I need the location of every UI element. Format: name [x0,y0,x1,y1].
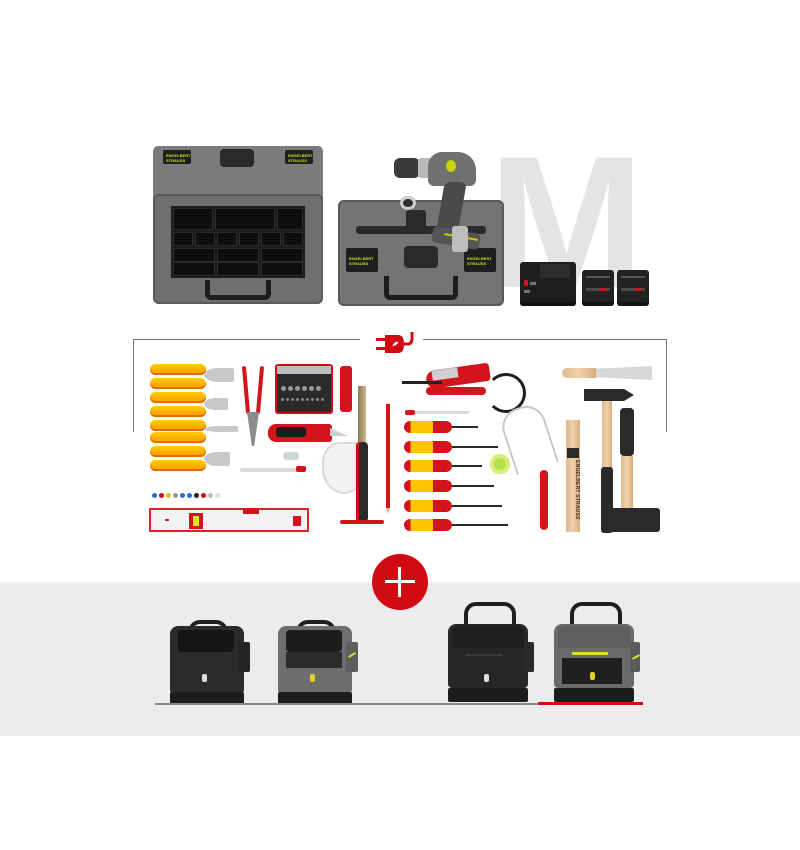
ruler-brand-text: ENGELBERT STRAUSS [574,460,580,520]
bracket-line-left [133,339,360,340]
selection-track [155,703,538,705]
voltage-tester-pen [240,468,304,472]
case-label-right: ENGELBERT STRAUSS [464,248,496,272]
socket-set-case [275,364,333,414]
folding-ruler: ENGELBERT STRAUSS [566,420,580,532]
case-latch[interactable] [404,246,438,268]
depth-stop-attachment [452,226,468,252]
cold-chisel [340,386,384,536]
battery-charger [520,262,576,306]
open-organizer-case: ENGELBERT STRAUSS ENGELBERT STRAUSS [153,146,323,306]
insulated-screwdriver-set [404,421,524,533]
two-pole-voltage-tester [392,362,540,419]
phase-tester-screwdriver [405,410,469,415]
electric-plug-icon [374,330,420,358]
bit-holder [340,366,352,412]
battery-pack-2 [617,270,649,306]
wire-stripper [238,365,268,448]
case-lid-latch[interactable] [220,149,254,167]
insulating-tape [490,454,510,474]
selection-indicator-active [538,702,643,705]
junior-hacksaw [497,400,562,532]
club-hammer [600,408,662,534]
carpenter-pencil [386,404,390,508]
spirit-level [149,508,309,532]
phase-tester [283,452,299,460]
battery-pack-1 [582,270,614,306]
bag-option-4[interactable] [552,602,644,710]
drill-chuck [394,158,420,178]
bag-option-3[interactable] [446,602,538,710]
bracket-tick-left [133,339,134,432]
case-handle[interactable] [384,276,458,300]
organizer-tray [171,206,305,278]
case-label-right: ENGELBERT STRAUSS [285,150,313,164]
case-label-left: ENGELBERT STRAUSS [346,248,378,272]
bracket-tick-right [666,339,667,432]
case-handle[interactable] [205,280,271,300]
wire-ferrules [152,485,222,503]
case-label-left: ENGELBERT STRAUSS [163,150,191,164]
putty-scraper [562,366,652,382]
plier-set [150,364,238,474]
drill-logo [446,160,456,172]
plus-icon [372,554,428,610]
angle-attachment [400,196,426,230]
bracket-line-right [423,339,667,340]
cordless-drill [394,152,494,256]
bag-option-1[interactable] [168,620,252,708]
utility-knife [268,424,350,444]
case-top-rail [356,226,486,234]
bag-option-2[interactable] [276,620,360,708]
